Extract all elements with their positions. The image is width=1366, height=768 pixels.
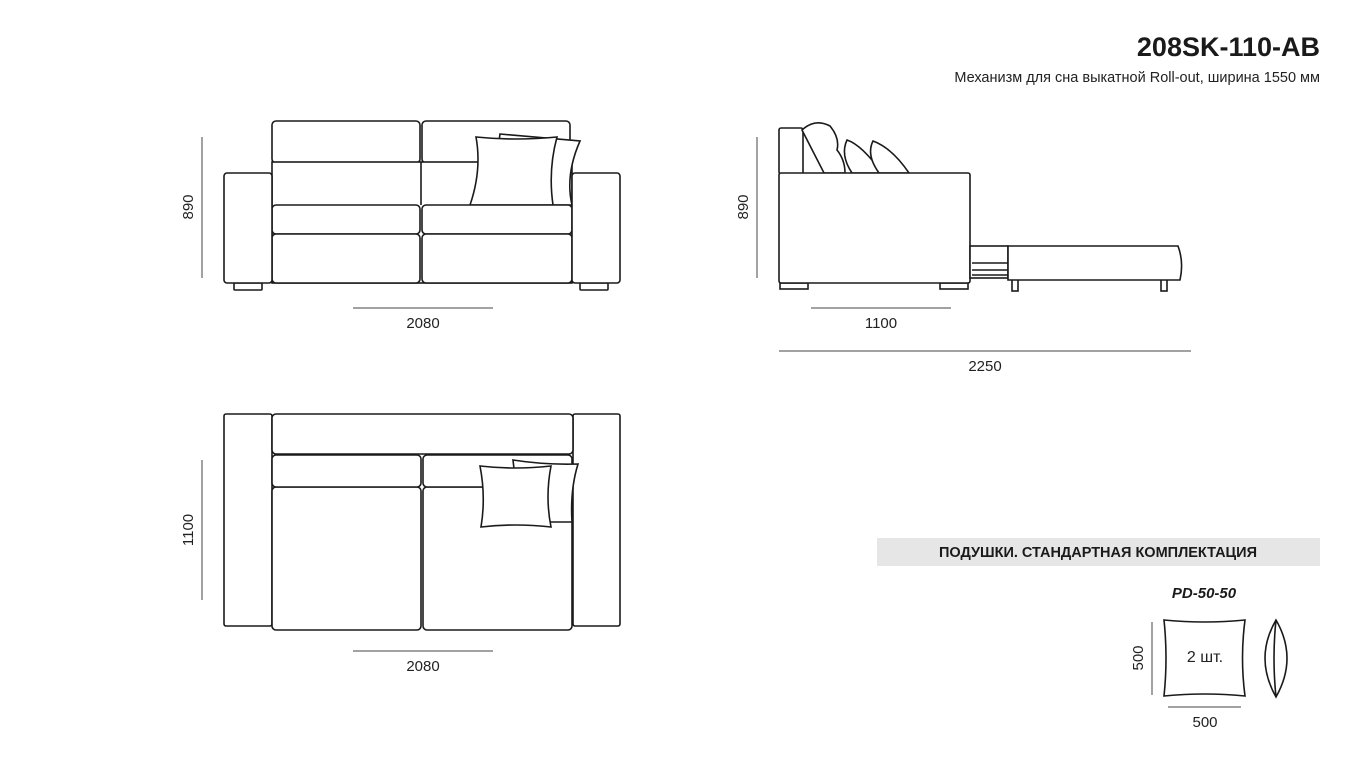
side-view: 890 1100 2250 [735, 122, 1191, 375]
pillow-front [468, 136, 559, 206]
pillow-front-shape [1163, 619, 1246, 697]
side-depth-label: 1100 [865, 315, 897, 332]
pillow-quantity: 2 шт. [1187, 649, 1223, 666]
section-band [877, 538, 1320, 566]
pillow-width-label: 500 [1192, 714, 1217, 731]
front-view: 890 2080 [180, 120, 621, 332]
pillow-code: PD-50-50 [1172, 585, 1237, 602]
pillows-section: ПОДУШКИ. СТАНДАРТНАЯ КОМПЛЕКТАЦИЯ PD-50-… [877, 538, 1320, 731]
side-height-label: 890 [735, 194, 752, 219]
pillows-section-title: ПОДУШКИ. СТАНДАРТНАЯ КОМПЛЕКТАЦИЯ [939, 545, 1257, 561]
pillow-height-label: 500 [1130, 645, 1147, 670]
model-subtitle: Механизм для сна выкатной Roll-out, шири… [954, 70, 1320, 86]
front-height-label: 890 [180, 194, 197, 219]
side-unfolded-label: 2250 [968, 358, 1001, 375]
top-width-label: 2080 [406, 658, 439, 675]
top-view: 1100 2080 [180, 413, 621, 675]
pillow-side-shape [1264, 618, 1288, 699]
top-depth-label: 1100 [180, 514, 197, 546]
front-width-label: 2080 [406, 315, 439, 332]
model-title: 208SK-110-AB [1137, 32, 1320, 62]
